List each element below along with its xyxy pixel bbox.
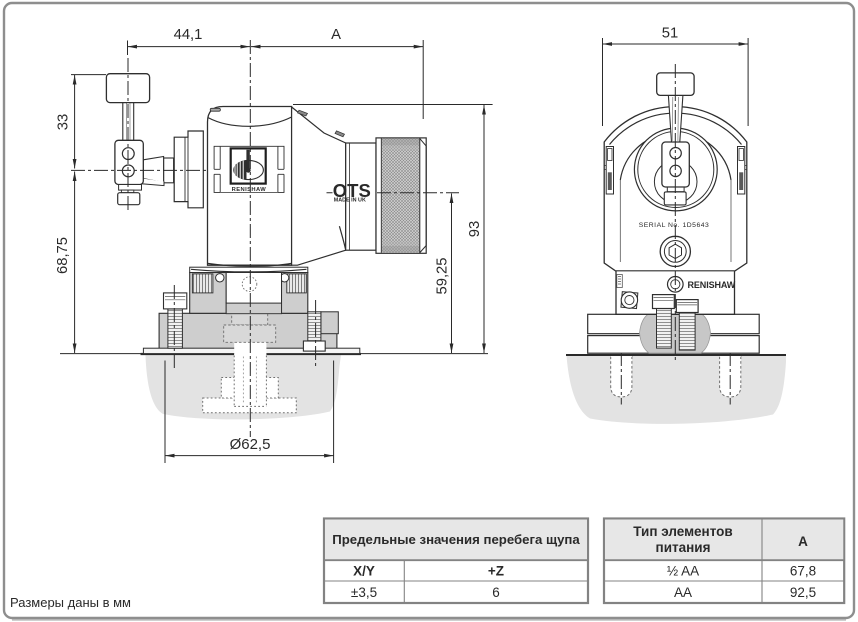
svg-text:MADE IN UK: MADE IN UK — [334, 198, 366, 204]
svg-text:X/Y: X/Y — [353, 564, 375, 579]
svg-text:67,8: 67,8 — [790, 564, 816, 579]
svg-text:Ø62,5: Ø62,5 — [230, 436, 271, 453]
svg-text:Размеры даны в мм: Размеры даны в мм — [10, 595, 131, 610]
svg-text:33: 33 — [56, 114, 72, 130]
svg-text:68,75: 68,75 — [55, 237, 71, 274]
svg-text:+Z: +Z — [488, 564, 504, 579]
svg-text:RENISHAW: RENISHAW — [688, 280, 736, 290]
svg-text:A: A — [798, 534, 808, 549]
svg-text:92,5: 92,5 — [790, 585, 816, 600]
svg-text:½ AA: ½ AA — [667, 564, 699, 579]
svg-text:Тип элементов: Тип элементов — [633, 524, 732, 539]
svg-text:6: 6 — [492, 585, 500, 600]
svg-text:44,1: 44,1 — [174, 27, 203, 43]
svg-text:A: A — [331, 27, 341, 43]
svg-text:Предельные значения перебега щ: Предельные значения перебега щупа — [332, 532, 580, 547]
svg-text:±3,5: ±3,5 — [351, 585, 377, 600]
svg-text:OTS: OTS — [333, 180, 371, 201]
svg-text:питания: питания — [656, 540, 711, 555]
svg-text:AA: AA — [674, 585, 692, 600]
svg-text:59,25: 59,25 — [435, 257, 451, 294]
svg-text:93: 93 — [467, 221, 483, 237]
svg-text:51: 51 — [662, 26, 678, 42]
svg-text:SERIAL No. 1D5643: SERIAL No. 1D5643 — [639, 222, 710, 229]
svg-text:RENISHAW: RENISHAW — [232, 187, 267, 193]
